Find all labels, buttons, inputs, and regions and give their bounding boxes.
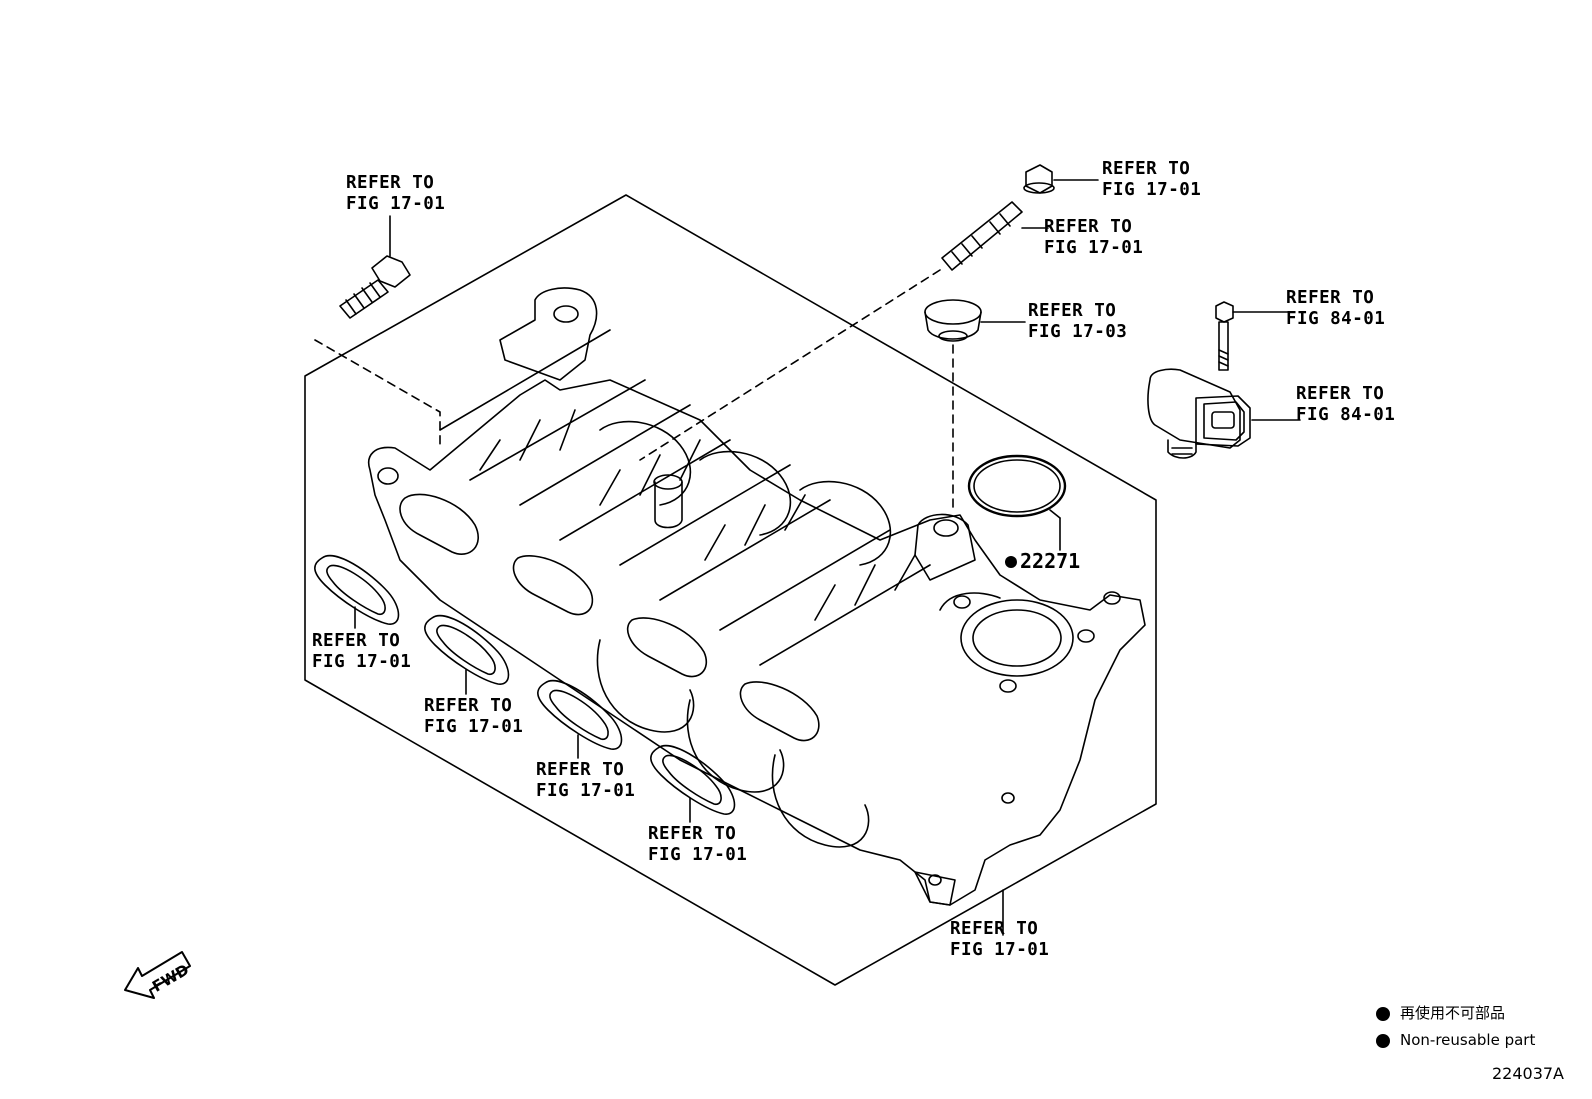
sensor-bolt	[1215, 301, 1291, 371]
legend: 再使用不可部品 Non-reusable part	[1376, 1000, 1535, 1054]
left-bolt-dashed-path	[314, 339, 441, 446]
flange-nut	[1023, 164, 1099, 194]
runner-gaskets	[314, 554, 736, 815]
part-number-22271: 22271	[1020, 549, 1081, 573]
gasket-leaders	[354, 606, 691, 823]
map-sensor	[1147, 368, 1301, 459]
legend-row-jp: 再使用不可部品	[1376, 1000, 1535, 1027]
stud-dashed-path	[639, 269, 941, 461]
stud	[941, 201, 1049, 271]
assembly-frame	[304, 194, 1157, 986]
non-reusable-dot-icon	[1376, 1033, 1390, 1048]
diagram-code: 224037A	[1491, 1064, 1564, 1083]
o-ring-gasket	[967, 454, 1067, 568]
legend-jp-text: 再使用不可部品	[1400, 1004, 1506, 1022]
left-bolt	[339, 215, 411, 319]
legend-en-text: Non-reusable part	[1400, 1031, 1536, 1049]
fwd-label: FWD	[149, 961, 192, 996]
fwd-arrow-icon: FWD	[124, 951, 192, 999]
grommet	[924, 299, 1026, 342]
non-reusable-dot-icon	[1376, 1006, 1390, 1021]
legend-row-en: Non-reusable part	[1376, 1027, 1535, 1054]
intake-manifold	[368, 287, 1146, 906]
